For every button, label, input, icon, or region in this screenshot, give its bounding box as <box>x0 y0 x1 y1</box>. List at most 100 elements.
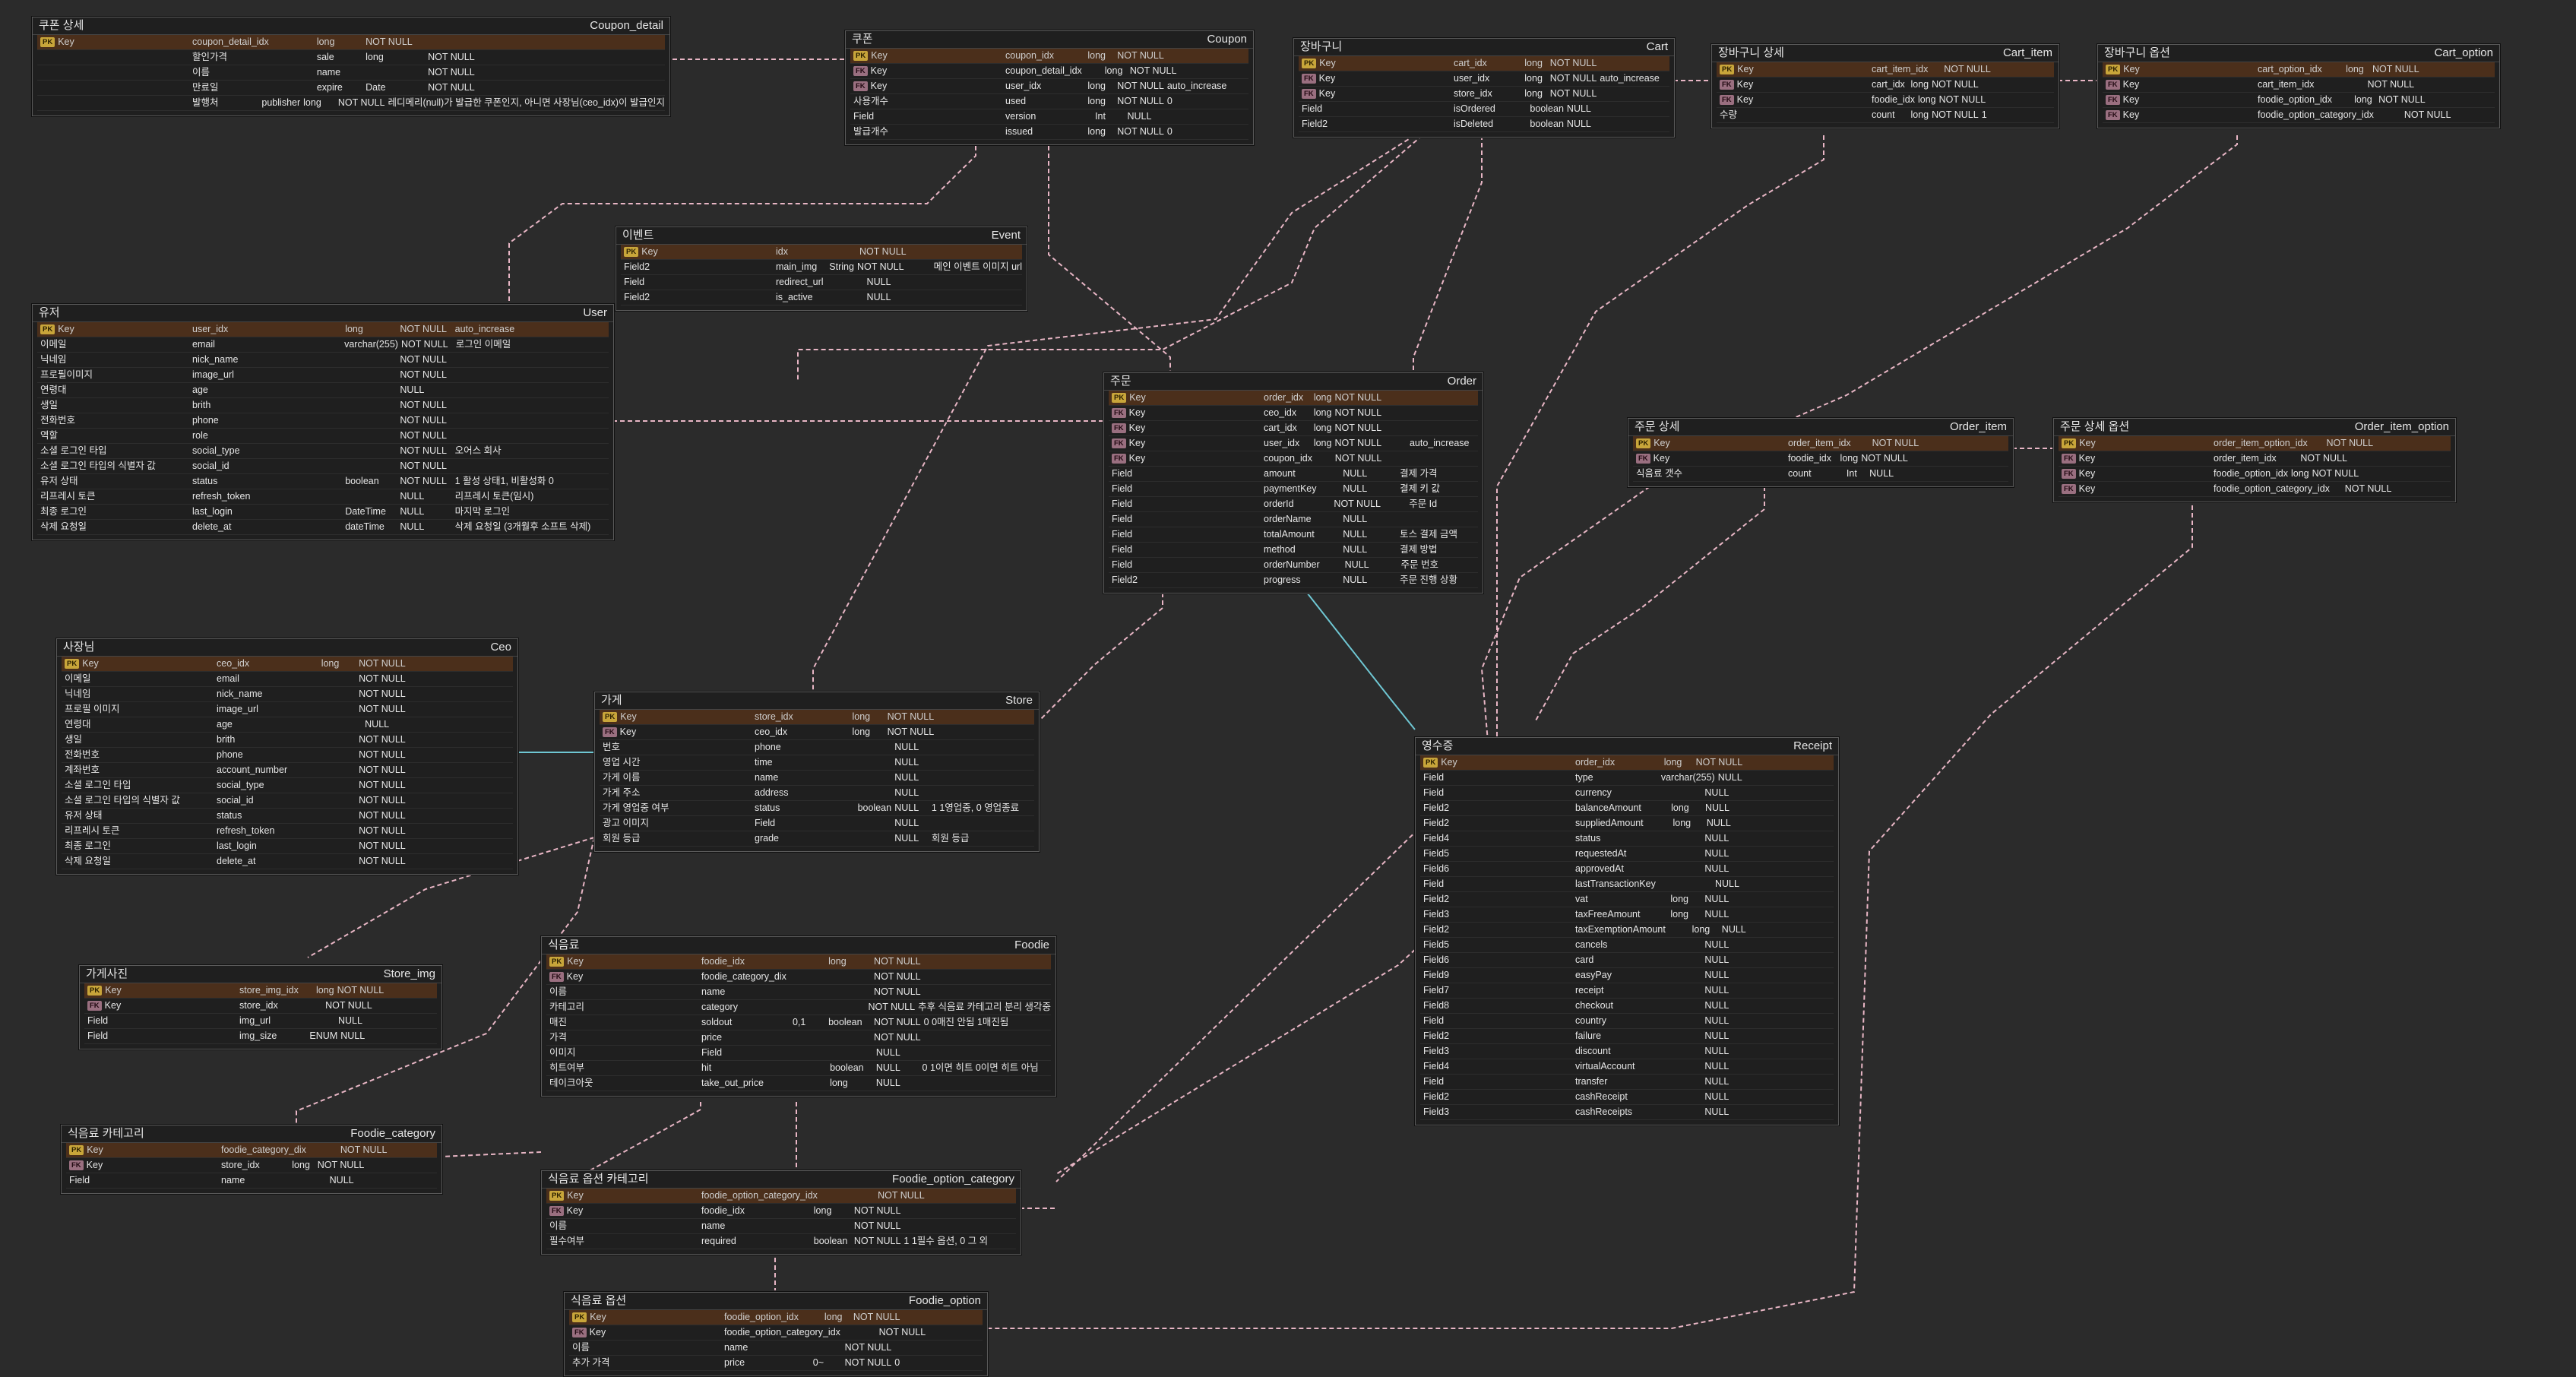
column-row[interactable]: Field2main_imgStringNOT NULL메인 이벤트 이미지 u… <box>621 260 1022 275</box>
column-row[interactable]: 프로필 이미지image_urlNOT NULL <box>62 702 513 717</box>
pk-row[interactable]: PKKeyfoodie_option_category_idxNOT NULL <box>546 1189 1016 1204</box>
column-row[interactable]: 할인가격salelongNOT NULL <box>37 50 665 65</box>
column-row[interactable]: 유저 상태statusbooleanNOT NULL1 활성 상태1, 비활성화… <box>37 474 609 489</box>
column-row[interactable]: FKKeycart_idxlongNOT NULL <box>1109 421 1478 436</box>
table-foodie-option[interactable]: 식음료 옵션Foodie_optionPKKeyfoodie_option_id… <box>564 1292 988 1376</box>
column-row[interactable]: 소셜 로그인 타입social_typeNOT NULL오어스 회사 <box>37 444 609 459</box>
column-row[interactable]: FKKeyfoodie_idxlongNOT NULL <box>546 1204 1016 1219</box>
table-cart[interactable]: 장바구니CartPKKeycart_idxlongNOT NULLFKKeyus… <box>1293 38 1675 138</box>
column-row[interactable]: 삭제 요청일delete_atNOT NULL <box>62 854 513 869</box>
column-row[interactable]: FKKeyfoodie_idxlongNOT NULL <box>1717 93 2054 108</box>
column-row[interactable]: 소셜 로그인 타입social_typeNOT NULL <box>62 778 513 793</box>
table-foodie-category[interactable]: 식음료 카테고리Foodie_categoryPKKeyfoodie_categ… <box>61 1125 442 1194</box>
table-order[interactable]: 주문OrderPKKeyorder_idxlongNOT NULLFKKeyce… <box>1103 372 1483 594</box>
column-row[interactable]: FieldorderIdNOT NULL주문 Id <box>1109 497 1478 512</box>
column-row[interactable]: 이미지FieldNULL <box>546 1046 1051 1061</box>
column-row[interactable]: 이름nameNOT NULL <box>569 1341 983 1356</box>
column-row[interactable]: 히트여부hitbooleanNULL0 1이면 히트 0이면 히트 아님 <box>546 1061 1051 1076</box>
pk-row[interactable]: PKKeycart_item_idxNOT NULL <box>1717 62 2054 78</box>
column-row[interactable]: Field3cashReceiptsNULL <box>1420 1105 1834 1120</box>
column-row[interactable]: 이름nameNOT NULL <box>546 1219 1016 1234</box>
column-row[interactable]: 생일brithNOT NULL <box>37 398 609 413</box>
table-order-item[interactable]: 주문 상세Order_itemPKKeyorder_item_idxNOT NU… <box>1628 418 2014 487</box>
column-row[interactable]: FKKeyfoodie_category_dixNOT NULL <box>546 970 1051 985</box>
column-row[interactable]: FieldorderNumberNULL주문 번호 <box>1109 558 1478 573</box>
column-row[interactable]: Field2taxExemptionAmountlongNULL <box>1420 923 1834 938</box>
column-row[interactable]: 필수여부requiredbooleanNOT NULL1 1필수 옵션, 0 그… <box>546 1234 1016 1249</box>
column-row[interactable]: FKKeycoupon_detail_idxlongNOT NULL <box>850 64 1248 79</box>
pk-row[interactable]: PKKeycoupon_idxlongNOT NULL <box>850 49 1248 64</box>
column-row[interactable]: Field7receiptNULL <box>1420 983 1834 999</box>
column-row[interactable]: 수량countlongNOT NULL1 <box>1717 108 2054 123</box>
column-row[interactable]: 만료일expireDateNOT NULL <box>37 81 665 96</box>
pk-row[interactable]: PKKeystore_img_idxlongNOT NULL <box>84 983 437 999</box>
column-row[interactable]: 최종 로그인last_loginDateTimeNULL마지막 로그인 <box>37 505 609 520</box>
column-row[interactable]: Field6cardNULL <box>1420 953 1834 968</box>
column-row[interactable]: 연령대ageNULL <box>37 383 609 398</box>
column-row[interactable]: FKKeystore_idxNOT NULL <box>84 999 437 1014</box>
pk-row[interactable]: PKKeystore_idxlongNOT NULL <box>600 710 1034 725</box>
column-row[interactable]: Field4virtualAccountNULL <box>1420 1059 1834 1075</box>
column-row[interactable]: Field3discountNULL <box>1420 1044 1834 1059</box>
table-coupon-detail[interactable]: 쿠폰 상세Coupon_detailPKKeycoupon_detail_idx… <box>32 17 670 116</box>
column-row[interactable]: Field2suppliedAmountlongNULL <box>1420 816 1834 831</box>
column-row[interactable]: 전화번호phoneNOT NULL <box>37 413 609 429</box>
column-row[interactable]: 영업 시간timeNULL <box>600 755 1034 771</box>
column-row[interactable]: FKKeyorder_item_idxNOT NULL <box>2059 451 2451 467</box>
table-user[interactable]: 유저UserPKKeyuser_idxlongNOT NULLauto_incr… <box>32 304 614 540</box>
column-row[interactable]: Field4statusNULL <box>1420 831 1834 847</box>
column-row[interactable]: 사용개수usedlongNOT NULL0 <box>850 94 1248 109</box>
pk-row[interactable]: PKKeyuser_idxlongNOT NULLauto_increase <box>37 322 609 337</box>
column-row[interactable]: 이름nameNOT NULL <box>546 985 1051 1000</box>
column-row[interactable]: FieldisOrderedbooleanNULL <box>1299 102 1669 117</box>
pk-row[interactable]: PKKeycoupon_detail_idxlongNOT NULL <box>37 35 665 50</box>
column-row[interactable]: Field9easyPayNULL <box>1420 968 1834 983</box>
column-row[interactable]: 가게 영업중 여부statusbooleanNULL1 1영업중, 0 영업종료 <box>600 801 1034 816</box>
pk-row[interactable]: PKKeyfoodie_category_dixNOT NULL <box>66 1143 437 1158</box>
column-row[interactable]: Field6approvedAtNULL <box>1420 862 1834 877</box>
column-row[interactable]: 프로필이미지image_urlNOT NULL <box>37 368 609 383</box>
column-row[interactable]: 전화번호phoneNOT NULL <box>62 748 513 763</box>
column-row[interactable]: 번호phoneNULL <box>600 740 1034 755</box>
pk-row[interactable]: PKKeyidxNOT NULL <box>621 245 1022 260</box>
column-row[interactable]: FKKeycart_item_idxNOT NULL <box>2103 78 2495 93</box>
column-row[interactable]: FKKeyceo_idxlongNOT NULL <box>1109 406 1478 421</box>
column-row[interactable]: FKKeyfoodie_option_idxlongNOT NULL <box>2059 467 2451 482</box>
column-row[interactable]: FKKeyuser_idxlongNOT NULLauto_increase <box>1109 436 1478 451</box>
column-row[interactable]: 계좌번호account_numberNOT NULL <box>62 763 513 778</box>
column-row[interactable]: FieldtotalAmountNULL토스 결제 금액 <box>1109 527 1478 543</box>
column-row[interactable]: FKKeyuser_idxlongNOT NULLauto_increase <box>850 79 1248 94</box>
column-row[interactable]: Fieldimg_urlNULL <box>84 1014 437 1029</box>
column-row[interactable]: FieldmethodNULL결제 방법 <box>1109 543 1478 558</box>
column-row[interactable]: FKKeyfoodie_option_idxlongNOT NULL <box>2103 93 2495 108</box>
column-row[interactable]: Field5requestedAtNULL <box>1420 847 1834 862</box>
column-row[interactable]: FieldorderNameNULL <box>1109 512 1478 527</box>
table-coupon[interactable]: 쿠폰CouponPKKeycoupon_idxlongNOT NULLFKKey… <box>845 30 1254 145</box>
column-row[interactable]: 매진soldout0,1booleanNOT NULL0 0매진 안됨 1매진됨 <box>546 1015 1051 1030</box>
column-row[interactable]: 유저 상태statusNOT NULL <box>62 809 513 824</box>
pk-row[interactable]: PKKeycart_idxlongNOT NULL <box>1299 56 1669 71</box>
table-order-item-option[interactable]: 주문 상세 옵션Order_item_optionPKKeyorder_item… <box>2053 418 2456 502</box>
column-row[interactable]: FKKeyceo_idxlongNOT NULL <box>600 725 1034 740</box>
pk-row[interactable]: PKKeyfoodie_idxlongNOT NULL <box>546 954 1051 970</box>
column-row[interactable]: 발급개수issuedlongNOT NULL0 <box>850 125 1248 140</box>
column-row[interactable]: 추가 가격price0~NOT NULL0 <box>569 1356 983 1371</box>
column-row[interactable]: FieldversionIntNULL <box>850 109 1248 125</box>
column-row[interactable]: Field5cancelsNULL <box>1420 938 1834 953</box>
column-row[interactable]: Fieldtypevarchar(255)NULL <box>1420 771 1834 786</box>
column-row[interactable]: FKKeycoupon_idxNOT NULL <box>1109 451 1478 467</box>
column-row[interactable]: Field2isDeletedbooleanNULL <box>1299 117 1669 132</box>
column-row[interactable]: 최종 로그인last_loginNOT NULL <box>62 839 513 854</box>
column-row[interactable]: 식음료 갯수countIntNULL <box>1633 467 2008 482</box>
table-receipt[interactable]: 영수증ReceiptPKKeyorder_idxlongNOT NULLFiel… <box>1415 737 1839 1125</box>
column-row[interactable]: 이름nameNOT NULL <box>37 65 665 81</box>
column-row[interactable]: FieldnameNULL <box>66 1173 437 1189</box>
column-row[interactable]: 역할roleNOT NULL <box>37 429 609 444</box>
column-row[interactable]: FKKeyfoodie_option_category_idxNOT NULL <box>569 1325 983 1341</box>
table-foodie[interactable]: 식음료FoodiePKKeyfoodie_idxlongNOT NULLFKKe… <box>541 936 1056 1097</box>
column-row[interactable]: 광고 이미지FieldNULL <box>600 816 1034 831</box>
column-row[interactable]: Field2progressNULL주문 진행 상황 <box>1109 573 1478 588</box>
table-foodie-option-category[interactable]: 식음료 옵션 카테고리Foodie_option_categoryPKKeyfo… <box>541 1170 1021 1255</box>
pk-row[interactable]: PKKeyorder_item_idxNOT NULL <box>1633 436 2008 451</box>
table-store-img[interactable]: 가게사진Store_imgPKKeystore_img_idxlongNOT N… <box>79 965 442 1049</box>
